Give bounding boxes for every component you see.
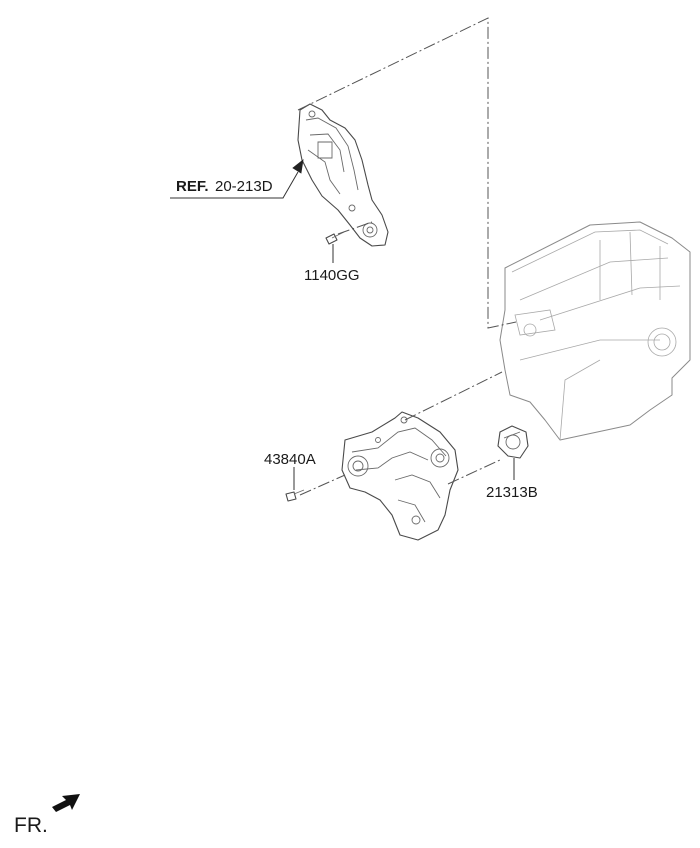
front-cover-assembly bbox=[341, 411, 459, 541]
ref-leader bbox=[170, 159, 304, 199]
callout-43840A: 43840A bbox=[264, 451, 316, 468]
timing-cover-upper bbox=[297, 103, 389, 247]
front-label: FR. bbox=[14, 814, 48, 837]
callout-1140GG: 1140GG bbox=[304, 267, 360, 284]
ref-code-label: 20-213D bbox=[215, 178, 273, 195]
oil-seal-21313B bbox=[497, 425, 529, 459]
assembly-lines bbox=[297, 17, 517, 496]
ref-prefix-label: REF. bbox=[176, 178, 209, 195]
front-orientation: FR. bbox=[14, 794, 80, 837]
leader-arrowhead bbox=[292, 159, 304, 174]
bolt-43840A bbox=[285, 489, 305, 502]
front-direction-arrow-icon bbox=[52, 794, 80, 812]
engine-block bbox=[499, 221, 691, 441]
bolt-1140GG bbox=[325, 231, 345, 245]
callout-21313B: 21313B bbox=[486, 484, 538, 501]
